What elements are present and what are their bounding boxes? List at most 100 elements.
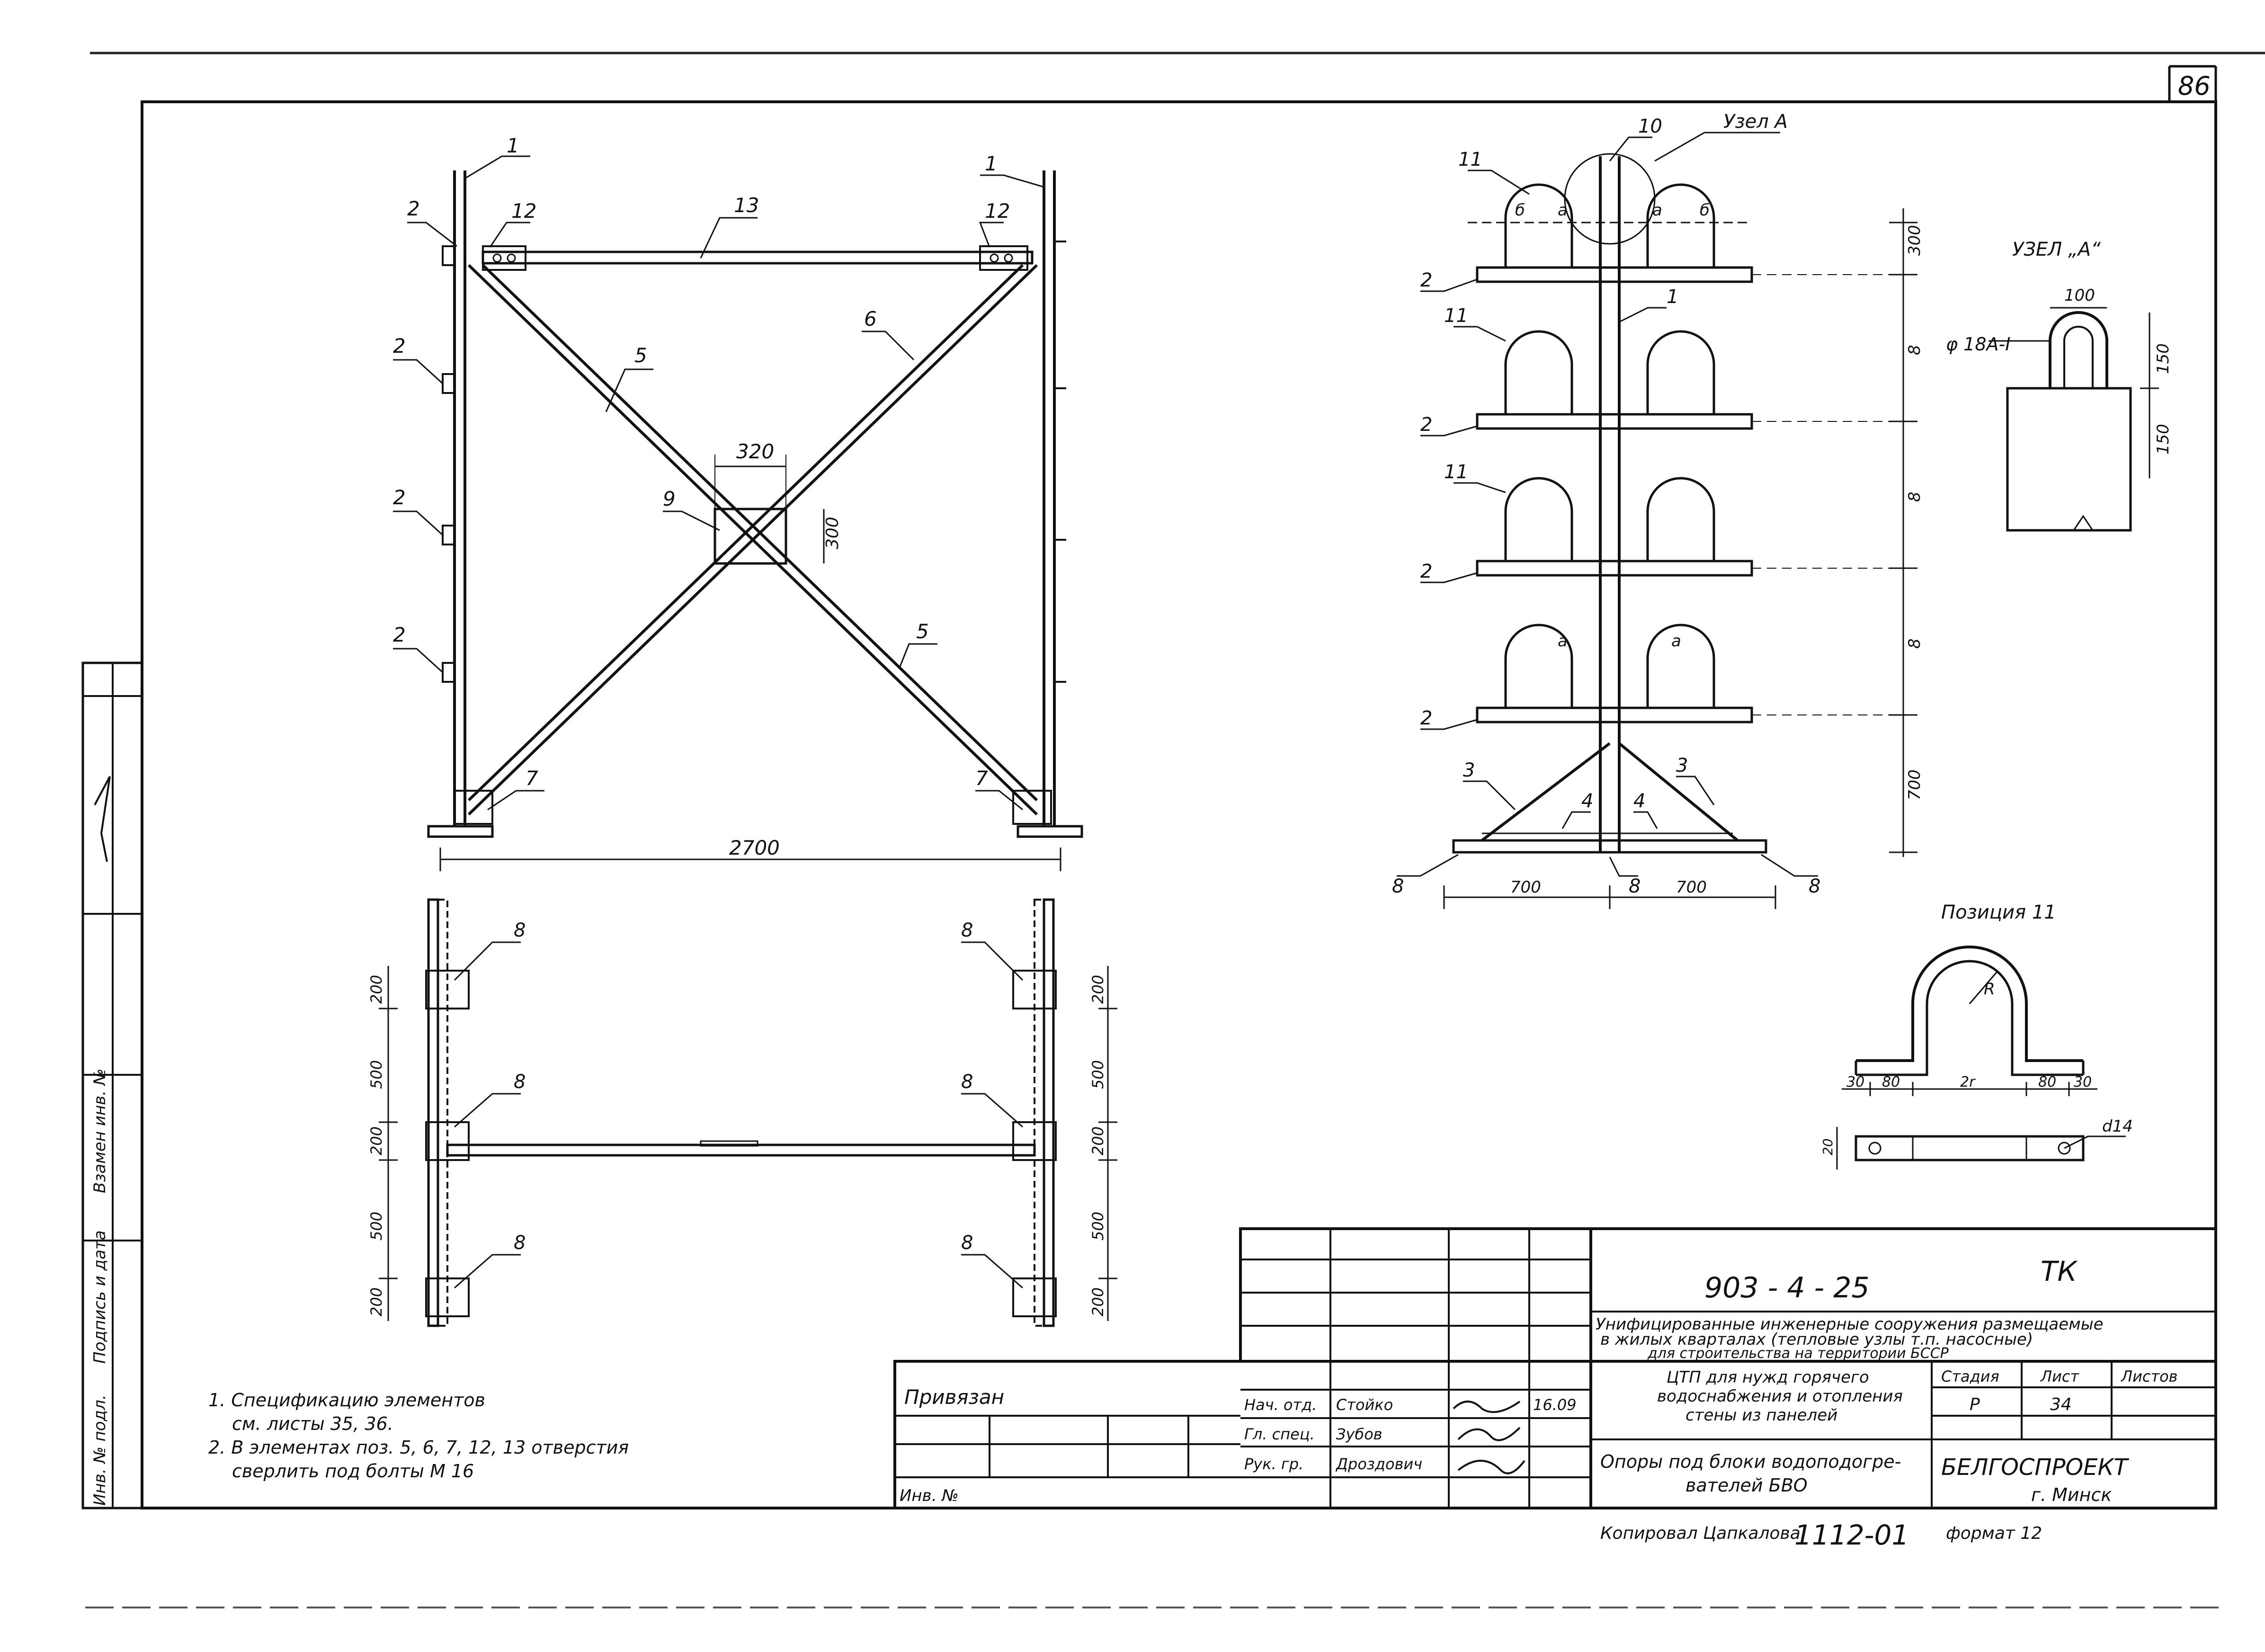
note-1-line2: см. листы 35, 36.: [232, 1413, 393, 1434]
callout-8a: 8: [1392, 875, 1404, 897]
callout-4b: 4: [1633, 790, 1645, 812]
callout-2-s1: 2: [1420, 269, 1432, 291]
dim-80a: 80: [1882, 1074, 1900, 1090]
dim-20: 20: [1820, 1138, 1836, 1155]
tb-sheet-name-1: Опоры под блоки водоподогре-: [1600, 1451, 1901, 1472]
callout-8-p5: 8: [961, 1071, 973, 1093]
strip-signature-mark: [94, 776, 111, 862]
callout-3a: 3: [1463, 759, 1475, 781]
dim-plan-r1: 200: [1089, 975, 1107, 1004]
callout-2b: 2: [393, 334, 406, 357]
tb-project-2: в жилых кварталах (тепловые узлы т.п. на…: [1600, 1330, 2033, 1349]
letter-a-1: а: [1558, 201, 1568, 220]
callout-8-p4: 8: [961, 920, 973, 941]
dim-side-b3: 8: [1905, 638, 1924, 649]
letter-a-2: а: [1652, 201, 1662, 220]
callout-3b: 3: [1676, 755, 1688, 777]
tb-org-2: г. Минск: [2031, 1484, 2112, 1505]
callout-12: 12: [511, 199, 536, 223]
callout-2c: 2: [393, 486, 406, 509]
letter-b-2: б: [1700, 201, 1710, 220]
callout-2-s3: 2: [1420, 561, 1432, 582]
tb-name-3: Дроздович: [1335, 1455, 1422, 1473]
callout-1: 1: [507, 134, 519, 157]
dim-plan-r3: 200: [1089, 1126, 1107, 1155]
signature-1: [1453, 1401, 1521, 1413]
side-view-labels: 10 Узел А 11 2 1 11 2 11 2 2 3 3 4 4 8 8…: [1392, 111, 1924, 897]
dim-plan-l2: 500: [367, 1060, 385, 1089]
node-a-detail: [1989, 307, 2159, 532]
callout-5: 5: [634, 344, 647, 367]
callout-1-s: 1: [1667, 286, 1678, 308]
tb-project-1: Унифицированные инженерные сооружения ра…: [1596, 1315, 2104, 1334]
tb-privyazan: Привязан: [904, 1385, 1004, 1409]
callout-11c: 11: [1444, 461, 1468, 483]
plan-view: [379, 898, 1117, 1327]
signature-2: [1457, 1427, 1521, 1441]
node-a-label: Узел А: [1723, 111, 1788, 133]
tb-org-1: БЕЛГОСПРОЕКТ: [1941, 1454, 2130, 1481]
tb-project-3: для строительства на территории БССР: [1647, 1345, 1949, 1362]
dim-2700: 2700: [729, 836, 780, 859]
callout-2-s2: 2: [1420, 414, 1432, 436]
dim-320: 320: [736, 440, 774, 463]
tb-name-1: Стойко: [1336, 1396, 1393, 1414]
plan-view-labels: 8 8 8 8 8 8 200 500 200 500 200 200 500 …: [367, 920, 1107, 1316]
callout-8-p2: 8: [514, 1071, 526, 1093]
dim-2r: 2r: [1960, 1074, 1976, 1090]
callout-11b: 11: [1444, 305, 1468, 327]
tb-part-3: стены из панелей: [1685, 1406, 1837, 1425]
callout-2: 2: [407, 197, 420, 220]
tb-name-2: Зубов: [1336, 1425, 1382, 1443]
dim-30b: 30: [2074, 1074, 2092, 1090]
title-block: [893, 1227, 2217, 1509]
rod-label: φ 18А-I: [1946, 334, 2010, 355]
dim-plan-l1: 200: [367, 975, 385, 1004]
dim-150b: 150: [2154, 424, 2173, 455]
strip-inv-label: Инв. № подл.: [90, 1394, 109, 1506]
dim-plan-r4: 500: [1089, 1212, 1107, 1241]
signature-3: [1457, 1460, 1525, 1474]
left-approval-strip: Инв. № подл. Подпись и дата Взамен инв. …: [81, 661, 143, 1509]
notes: 1. Спецификацию элементов см. листы 35, …: [208, 1390, 629, 1482]
tb-part-1: ЦТП для нужд горячего: [1667, 1368, 1869, 1387]
dim-side-700a: 700: [1510, 878, 1541, 897]
tb-role-2: Гл. спец.: [1244, 1425, 1315, 1443]
dim-side-700b: 700: [1676, 878, 1707, 897]
callout-13: 13: [734, 194, 759, 217]
front-view-labels: 1 2 12 13 12 1 2 2 2 5 6 9 5 7 7 2700 32…: [393, 134, 1010, 859]
callout-6: 6: [864, 307, 877, 330]
tb-sheets-label: Листов: [2121, 1367, 2178, 1385]
tb-copied: Копировал Цапкалова: [1600, 1524, 1801, 1543]
tb-mark: ТК: [2041, 1255, 2078, 1287]
letter-a-4: а: [1671, 632, 1681, 651]
note-1-line1: 1. Спецификацию элементов: [208, 1390, 485, 1411]
strip-replace-label: Взамен инв. №: [90, 1069, 109, 1193]
dim-r: R: [1984, 980, 1995, 999]
dim-100: 100: [2064, 286, 2095, 305]
side-view: [1397, 132, 1917, 909]
title-block-text: Привязан Инв. № Нач. отд. Гл. спец. Рук.…: [900, 1255, 2178, 1551]
dim-300-front: 300: [823, 517, 842, 549]
callout-2-s4: 2: [1420, 707, 1432, 729]
tb-number: 1112-01: [1794, 1519, 1909, 1551]
callout-8-p1: 8: [514, 920, 526, 941]
callout-7b: 7: [975, 767, 988, 790]
note-2-line1: 2. В элементах поз. 5, 6, 7, 12, 13 отве…: [208, 1437, 629, 1458]
dim-150: 150: [2154, 343, 2173, 374]
position-11-detail: [1836, 946, 2126, 1170]
tb-role-1: Нач. отд.: [1244, 1396, 1317, 1414]
callout-8b: 8: [1629, 875, 1641, 897]
position-11-labels: Позиция 11 R 30 80 2r 80 30 20 d14: [1820, 902, 2133, 1155]
callout-8c: 8: [1809, 875, 1820, 897]
dim-plan-l4: 500: [367, 1212, 385, 1241]
tb-sheet-name-2: вателей БВО: [1685, 1475, 1808, 1496]
callout-11a: 11: [1458, 149, 1482, 170]
callout-12b: 12: [985, 199, 1010, 223]
callout-5b: 5: [916, 620, 929, 643]
dim-side-b1: 8: [1905, 345, 1924, 355]
dim-plan-r5: 200: [1089, 1287, 1107, 1316]
tb-inv-no: Инв. №: [900, 1486, 959, 1505]
dim-30a: 30: [1846, 1074, 1864, 1090]
